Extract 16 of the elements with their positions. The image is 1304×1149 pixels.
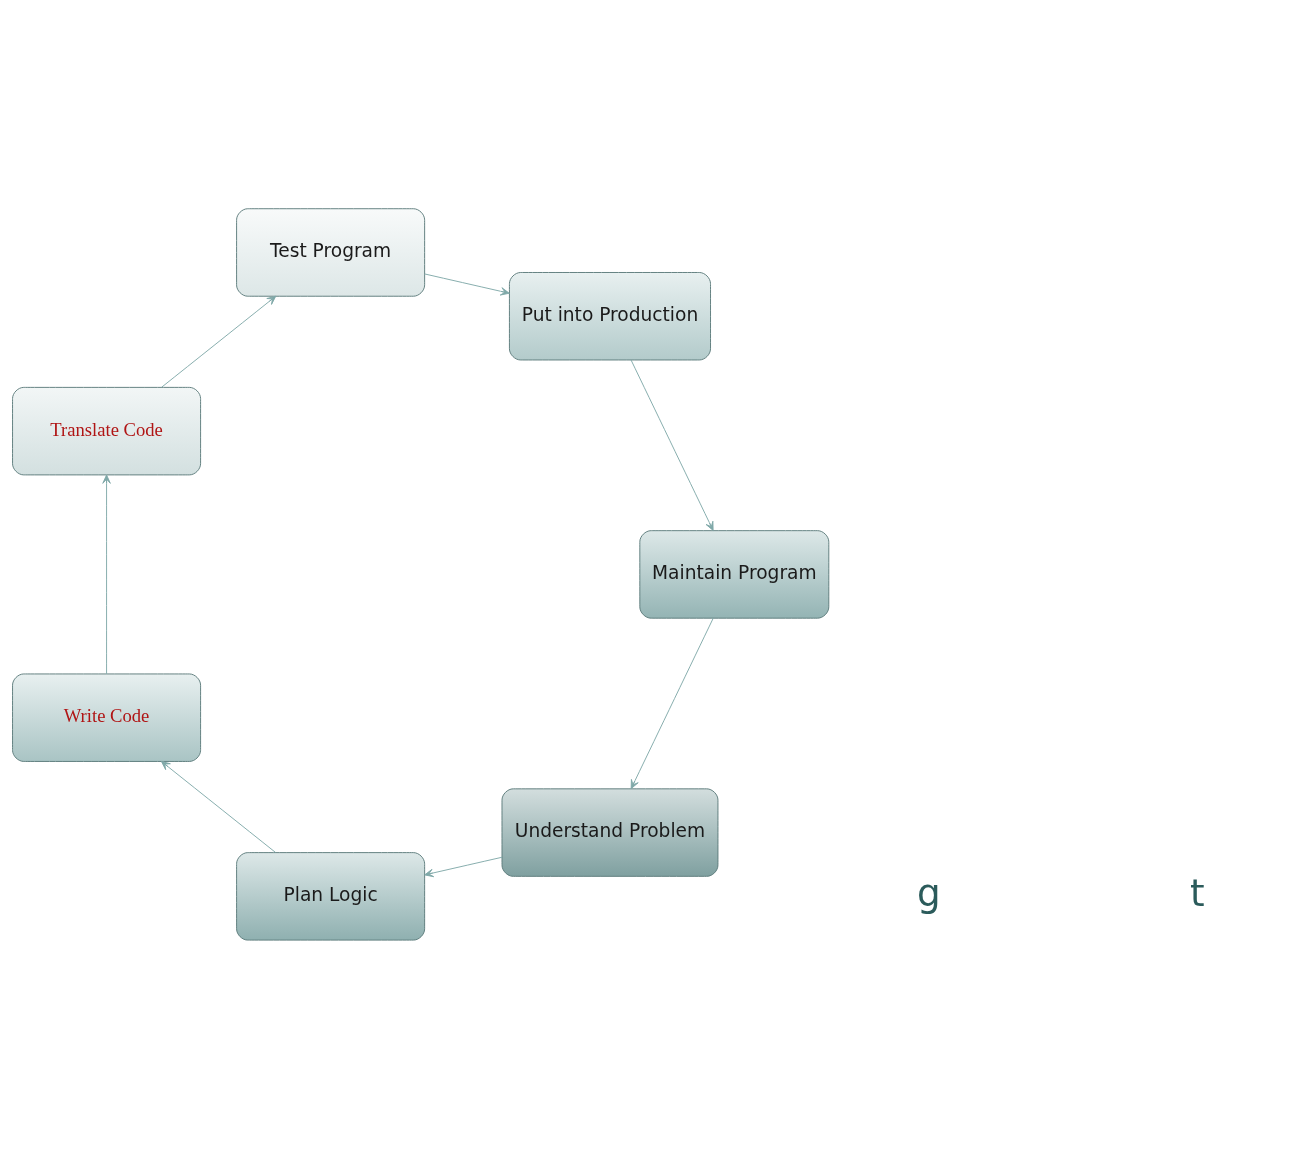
label: g [917, 870, 941, 915]
node-box: Test Program [236, 208, 426, 297]
arrow [424, 273, 510, 296]
node-box: Write Code [12, 673, 202, 762]
node-box: Maintain Program [639, 530, 830, 619]
node-box: Put into Production [508, 272, 711, 361]
arrow [161, 761, 276, 853]
node-box: Translate Code [12, 386, 202, 476]
node-box: Plan Logic [236, 852, 426, 941]
node-box: Understand Problem [501, 788, 719, 877]
arrow [630, 359, 714, 531]
arrow [161, 295, 277, 388]
arrow [630, 617, 714, 790]
arrow [102, 474, 111, 675]
arrow [424, 856, 503, 878]
label: t [1190, 870, 1205, 915]
